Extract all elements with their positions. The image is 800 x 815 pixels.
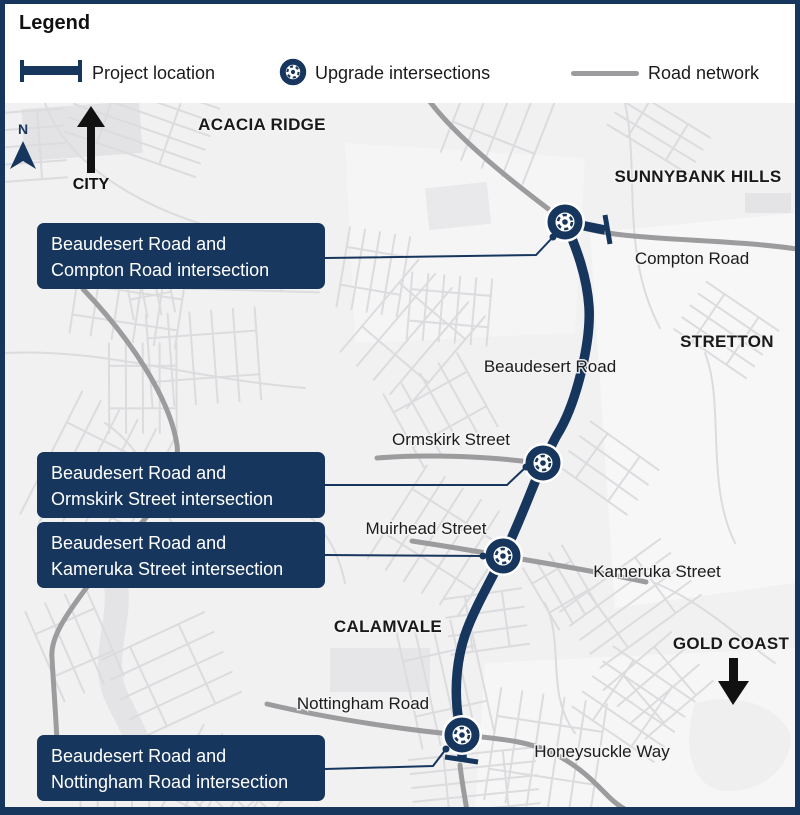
callout-nottingham-intersection: Beaudesert Road and Nottingham Road inte…: [37, 735, 325, 801]
north-arrow-icon: [10, 141, 36, 169]
map-area: ACACIA RIDGE SUNNYBANK HILLS STRETTON CA…: [5, 103, 795, 807]
intersection-marker-nottingham: [442, 715, 482, 755]
leader-dot: [479, 552, 487, 560]
intersection-markers: [442, 202, 585, 755]
project-location-swatch: [20, 60, 82, 82]
callout-line2: Compton Road intersection: [51, 260, 270, 280]
road-nottingham-honeysuckle: [264, 701, 627, 807]
callout-line1: Beaudesert Road and: [51, 746, 227, 766]
suburb-label-calamvale: CALAMVALE: [334, 617, 442, 636]
gold-coast-arrow-shaft: [729, 658, 738, 684]
upgrade-intersection-icon: [278, 57, 308, 87]
road-label-muirhead: Muirhead Street: [366, 519, 487, 538]
project-end-cap-south: [444, 754, 479, 765]
intersection-marker-ormskirk: [523, 443, 563, 483]
leader-kameruka: [324, 554, 484, 557]
leader-ormskirk: [325, 466, 527, 486]
city-direction-arrow: CITY: [73, 106, 110, 193]
road-label-compton: Compton Road: [635, 249, 749, 268]
city-arrow-head: [77, 106, 105, 127]
road-label-honeysuckle: Honeysuckle Way: [534, 742, 670, 761]
callout-line2: Kameruka Street intersection: [51, 559, 284, 579]
leader-nottingham: [324, 748, 447, 770]
legend-label-upgrade-intersections: Upgrade intersections: [315, 63, 491, 83]
gold-coast-direction-arrow: [718, 658, 749, 705]
leader-compton: [324, 236, 554, 259]
callout-kameruka-intersection: Beaudesert Road and Kameruka Street inte…: [37, 522, 325, 588]
city-label: CITY: [73, 176, 110, 193]
leader-dot: [522, 463, 530, 471]
callout-ormskirk-intersection: Beaudesert Road and Ormskirk Street inte…: [37, 452, 325, 518]
legend-label-road-network: Road network: [648, 63, 760, 83]
road-ormskirk: [374, 453, 542, 466]
swatch-end-cap: [78, 60, 82, 82]
suburb-label-gold-coast: GOLD COAST: [673, 634, 790, 653]
road-label-nottingham: Nottingham Road: [297, 694, 429, 713]
north-label: N: [18, 121, 28, 137]
suburb-label-acacia-ridge: ACACIA RIDGE: [198, 115, 326, 134]
callout-line2: Ormskirk Street intersection: [51, 489, 274, 509]
callout-compton-intersection: Beaudesert Road and Compton Road interse…: [37, 223, 325, 289]
project-end-cap-east: [602, 214, 613, 245]
legend-title: Legend: [19, 12, 91, 34]
leader-dot: [549, 233, 557, 241]
north-indicator: N: [10, 121, 36, 169]
road-label-ormskirk: Ormskirk Street: [392, 430, 510, 449]
legend-panel: Legend Project location Upgrade intersec…: [5, 4, 795, 103]
road-network-swatch: [571, 71, 639, 76]
intersection-marker-compton: [545, 202, 585, 242]
road-label-kameruka: Kameruka Street: [593, 562, 721, 581]
intersection-marker-kameruka: [483, 536, 523, 576]
road-label-beaudesert: Beaudesert Road: [484, 357, 616, 376]
legend-label-project-location: Project location: [92, 63, 216, 83]
road-south-stub: [457, 762, 469, 807]
callout-line2: Nottingham Road intersection: [51, 772, 289, 792]
city-arrow-shaft: [87, 125, 95, 173]
suburb-label-stretton: STRETTON: [680, 332, 774, 351]
swatch-bar: [20, 66, 82, 75]
suburb-label-sunnybank-hills: SUNNYBANK HILLS: [615, 167, 782, 186]
callout-leader-lines: [324, 236, 554, 770]
gold-coast-arrow-head: [718, 681, 749, 705]
callout-line1: Beaudesert Road and: [51, 234, 227, 254]
leader-dot: [442, 745, 450, 753]
callout-line1: Beaudesert Road and: [51, 533, 227, 553]
callout-line1: Beaudesert Road and: [51, 463, 227, 483]
